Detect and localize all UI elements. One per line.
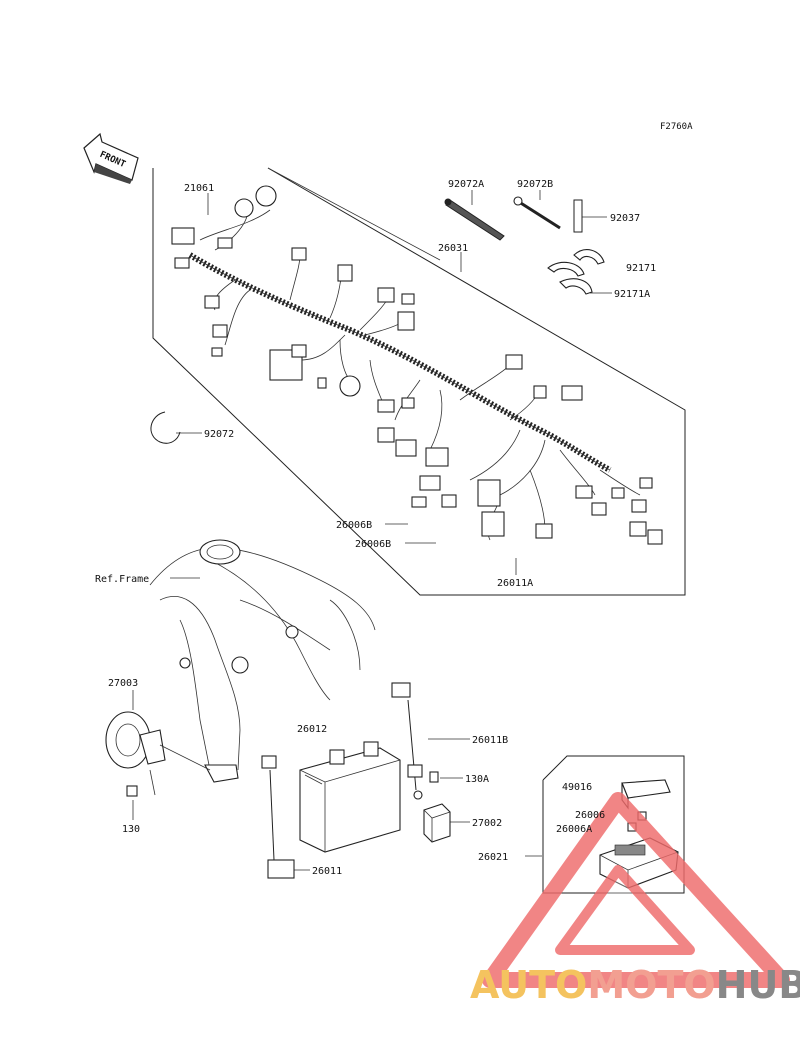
harness-connectors bbox=[171, 185, 663, 545]
label-26011B: 26011B bbox=[472, 735, 508, 746]
watermark-hub: HUB bbox=[716, 963, 800, 1007]
label-92072A: 92072A bbox=[448, 179, 484, 190]
label-26006A: 26006A bbox=[556, 824, 592, 835]
label-27002: 27002 bbox=[472, 818, 502, 829]
frame-reference bbox=[149, 539, 376, 783]
label-49016: 49016 bbox=[562, 782, 592, 793]
battery-26012 bbox=[299, 741, 401, 853]
leader-lines bbox=[132, 190, 612, 871]
label-26011: 26011 bbox=[312, 866, 342, 877]
label-26021: 26021 bbox=[478, 852, 508, 863]
tie-straps-clamps bbox=[444, 196, 605, 295]
main-wiring-harness bbox=[188, 204, 641, 541]
automotohub-watermark: AUTOMOTOHUB bbox=[470, 792, 800, 1007]
label-92171: 92171 bbox=[626, 263, 656, 274]
label-130: 130 bbox=[122, 824, 140, 835]
label-26006: 26006 bbox=[575, 810, 605, 821]
label-92171A: 92171A bbox=[614, 289, 650, 300]
svg-text:AUTOMOTOHUB: AUTOMOTOHUB bbox=[470, 963, 800, 1007]
ref-code: F2760A bbox=[660, 122, 693, 132]
label-26011A: 26011A bbox=[497, 578, 533, 589]
label-26031: 26031 bbox=[438, 243, 468, 254]
harness-boundary bbox=[152, 167, 686, 596]
label-92037: 92037 bbox=[610, 213, 640, 224]
label-92072B: 92072B bbox=[517, 179, 553, 190]
label-92072: 92072 bbox=[204, 429, 234, 440]
relay-27002 bbox=[423, 803, 451, 843]
horn-27003 bbox=[105, 711, 211, 797]
label-130A: 130A bbox=[465, 774, 489, 785]
battery-cable-26011 bbox=[261, 755, 295, 879]
battery-cable-26011B bbox=[391, 682, 423, 800]
label-ref-frame: Ref.Frame bbox=[95, 574, 149, 585]
front-arrow-icon: FRONT bbox=[83, 132, 139, 184]
watermark-moto: MOTO bbox=[587, 963, 715, 1007]
bolt-130A bbox=[429, 771, 439, 783]
label-27003: 27003 bbox=[108, 678, 138, 689]
watermark-auto: AUTO bbox=[470, 963, 587, 1007]
label-26012: 26012 bbox=[297, 724, 327, 735]
label-21061: 21061 bbox=[184, 183, 214, 194]
clip-92072 bbox=[150, 411, 181, 444]
label-26006B-lower: 26006B bbox=[355, 539, 391, 550]
label-26006B-upper: 26006B bbox=[336, 520, 372, 531]
